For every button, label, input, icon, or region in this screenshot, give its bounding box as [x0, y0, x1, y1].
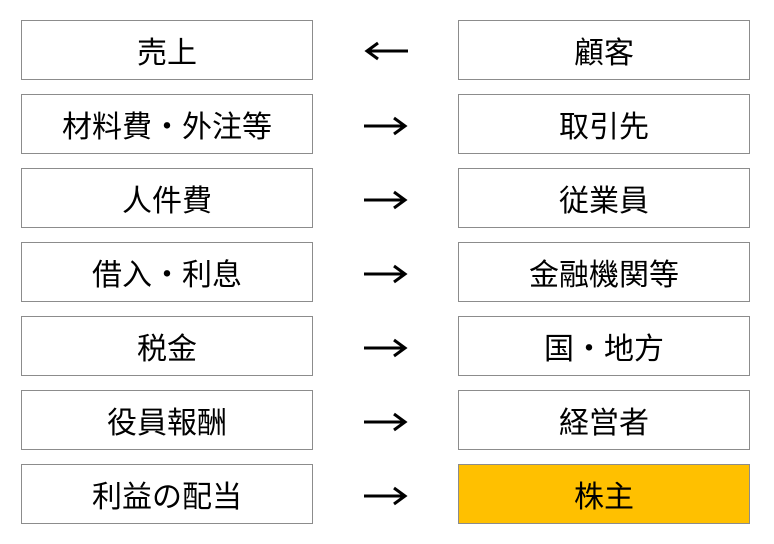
- right-box: 経営者: [458, 390, 750, 450]
- flow-row: 人件費 従業員: [0, 168, 774, 228]
- right-box: 取引先: [458, 94, 750, 154]
- arrow-right-icon: [364, 264, 408, 284]
- left-box: 税金: [21, 316, 313, 376]
- right-box: 金融機関等: [458, 242, 750, 302]
- arrow-right-icon: [364, 116, 408, 136]
- flow-row: 役員報酬 経営者: [0, 390, 774, 450]
- arrow-left-icon: [364, 41, 408, 61]
- flow-row: 利益の配当 株主: [0, 464, 774, 524]
- left-box: 材料費・外注等: [21, 94, 313, 154]
- arrow-right-icon: [364, 412, 408, 432]
- right-box: 従業員: [458, 168, 750, 228]
- flow-row: 借入・利息 金融機関等: [0, 242, 774, 302]
- left-box: 借入・利息: [21, 242, 313, 302]
- flow-row: 税金 国・地方: [0, 316, 774, 376]
- flow-row: 売上 顧客: [0, 20, 774, 80]
- arrow-right-icon: [364, 338, 408, 358]
- right-box: 顧客: [458, 20, 750, 80]
- arrow-right-icon: [364, 190, 408, 210]
- left-box: 役員報酬: [21, 390, 313, 450]
- left-box: 利益の配当: [21, 464, 313, 524]
- right-box: 国・地方: [458, 316, 750, 376]
- arrow-right-icon: [364, 486, 408, 506]
- flow-row: 材料費・外注等 取引先: [0, 94, 774, 154]
- right-box-highlighted: 株主: [458, 464, 750, 524]
- left-box: 売上: [21, 20, 313, 80]
- left-box: 人件費: [21, 168, 313, 228]
